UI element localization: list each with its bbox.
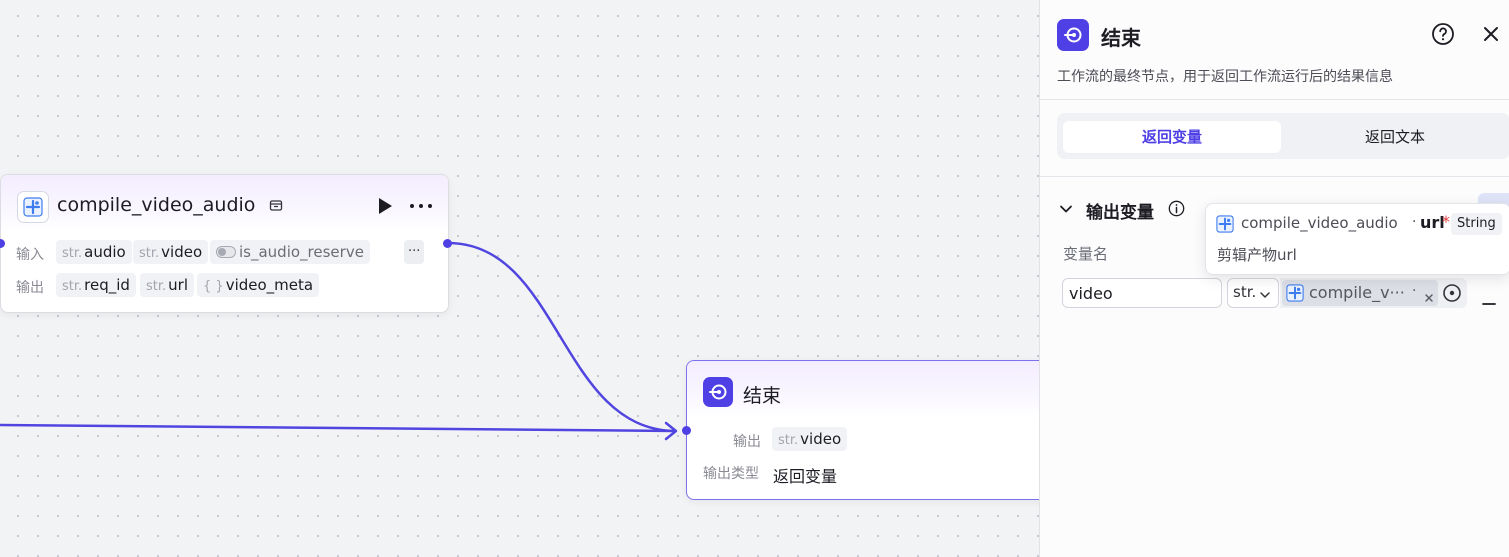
compile-node-input-port[interactable]: [0, 239, 5, 248]
variable-name-input[interactable]: [1062, 278, 1222, 308]
output-row-label: 输出: [733, 434, 761, 450]
tab-return-text[interactable]: 返回文本: [1364, 128, 1425, 146]
return-mode-tabs: 返回变量 返回文本: [1057, 113, 1509, 159]
end-node[interactable]: 结束 输出 str.video 输出类型 返回变量: [686, 360, 1047, 500]
variable-reference-field[interactable]: compile_v··· ·: [1280, 278, 1467, 308]
chip-label: audio: [84, 243, 126, 261]
chip-label: video: [161, 243, 203, 261]
end-icon: [1057, 19, 1089, 51]
more-inputs-button[interactable]: ···: [404, 240, 425, 264]
variable-picker-icon[interactable]: [1442, 283, 1462, 307]
close-icon[interactable]: [1482, 25, 1500, 47]
tooltip-type-badge: String: [1451, 213, 1502, 235]
tooltip-field-name: url: [1420, 213, 1445, 232]
end-node-panel: 结束 工作流的最终节点，用于返回工作流运行后的结果信息 返回变量 返回文本 输出…: [1039, 0, 1509, 557]
header-divider: [1040, 99, 1509, 100]
variable-tooltip: compile_video_audio · url * String 剪辑产物u…: [1205, 203, 1509, 275]
input-chip-audio: str.audio: [56, 240, 132, 264]
output-chip-video-meta: { }video_meta: [197, 273, 320, 297]
plugin-icon: [1216, 215, 1234, 237]
output-type-value: 返回变量: [773, 467, 838, 486]
toggle-icon: [216, 241, 236, 265]
reference-tag-label: compile_v···: [1309, 283, 1405, 302]
tooltip-description: 剪辑产物url: [1217, 246, 1297, 264]
output-chip-video: str.video: [772, 427, 848, 451]
info-icon[interactable]: [1168, 200, 1185, 221]
required-mark: *: [1442, 212, 1450, 231]
node-header: [1, 175, 448, 233]
compile-video-audio-node[interactable]: compile_video_audio 输入 str.audio str.vid…: [0, 174, 449, 313]
reference-tag[interactable]: compile_v··· ·: [1282, 280, 1438, 306]
output-chip-url: str.url: [140, 273, 194, 297]
chip-label: video_meta: [225, 276, 314, 294]
input-chip-is-audio-reserve: is_audio_reserve: [210, 240, 370, 264]
output-type-label: 输出类型: [703, 466, 759, 482]
type-tag: str.: [778, 433, 799, 448]
reference-tag-dot: ·: [1412, 283, 1417, 299]
tab-return-variable[interactable]: 返回变量: [1063, 121, 1281, 153]
type-tag: str.: [139, 246, 160, 261]
chip-label: is_audio_reserve: [239, 243, 364, 261]
type-tag: { }: [203, 279, 224, 294]
type-tag: str.: [62, 279, 83, 294]
panel-title: 结束: [1101, 26, 1141, 50]
chip-label: url: [168, 276, 188, 294]
plugin-icon: [1286, 284, 1304, 306]
node-title: compile_video_audio: [57, 194, 256, 216]
remove-reference-icon[interactable]: [1424, 288, 1434, 307]
tabs-divider: [1040, 176, 1509, 177]
run-button[interactable]: [377, 197, 393, 219]
var-name-header: 变量名: [1063, 245, 1109, 263]
type-tag: str.: [146, 279, 167, 294]
more-options-icon[interactable]: [409, 195, 433, 219]
plugin-store-icon: [269, 197, 283, 216]
edge-left-to-end: [0, 423, 677, 433]
compile-node-output-port[interactable]: [443, 239, 452, 248]
help-icon[interactable]: [1431, 22, 1455, 50]
end-icon: [703, 377, 733, 407]
tooltip-node-name: compile_video_audio: [1241, 214, 1398, 232]
collapse-chevron-icon[interactable]: [1059, 201, 1073, 220]
tooltip-separator: ·: [1412, 214, 1417, 230]
variable-type-select[interactable]: str.: [1227, 278, 1279, 308]
chip-label: req_id: [84, 276, 130, 294]
output-row-label: 输出: [16, 280, 44, 296]
edge-arrowhead: [664, 421, 678, 441]
input-chip-video: str.video: [133, 240, 209, 264]
panel-description: 工作流的最终节点，用于返回工作流运行后的结果信息: [1057, 69, 1393, 85]
node-title: 结束: [743, 385, 782, 407]
remove-row-icon[interactable]: [1482, 291, 1496, 310]
edge-compile-to-end: [447, 241, 677, 433]
chevron-down-icon: [1259, 286, 1271, 305]
chip-label: video: [800, 430, 842, 448]
end-node-input-port[interactable]: [682, 426, 691, 435]
input-row-label: 输入: [16, 247, 44, 263]
type-select-value: str.: [1233, 283, 1257, 301]
output-chip-req-id: str.req_id: [56, 273, 136, 297]
node-header: [687, 361, 1047, 419]
type-tag: str.: [62, 246, 83, 261]
edges-layer: [0, 241, 678, 441]
section-title: 输出变量: [1086, 203, 1154, 223]
plugin-icon: [17, 191, 49, 223]
